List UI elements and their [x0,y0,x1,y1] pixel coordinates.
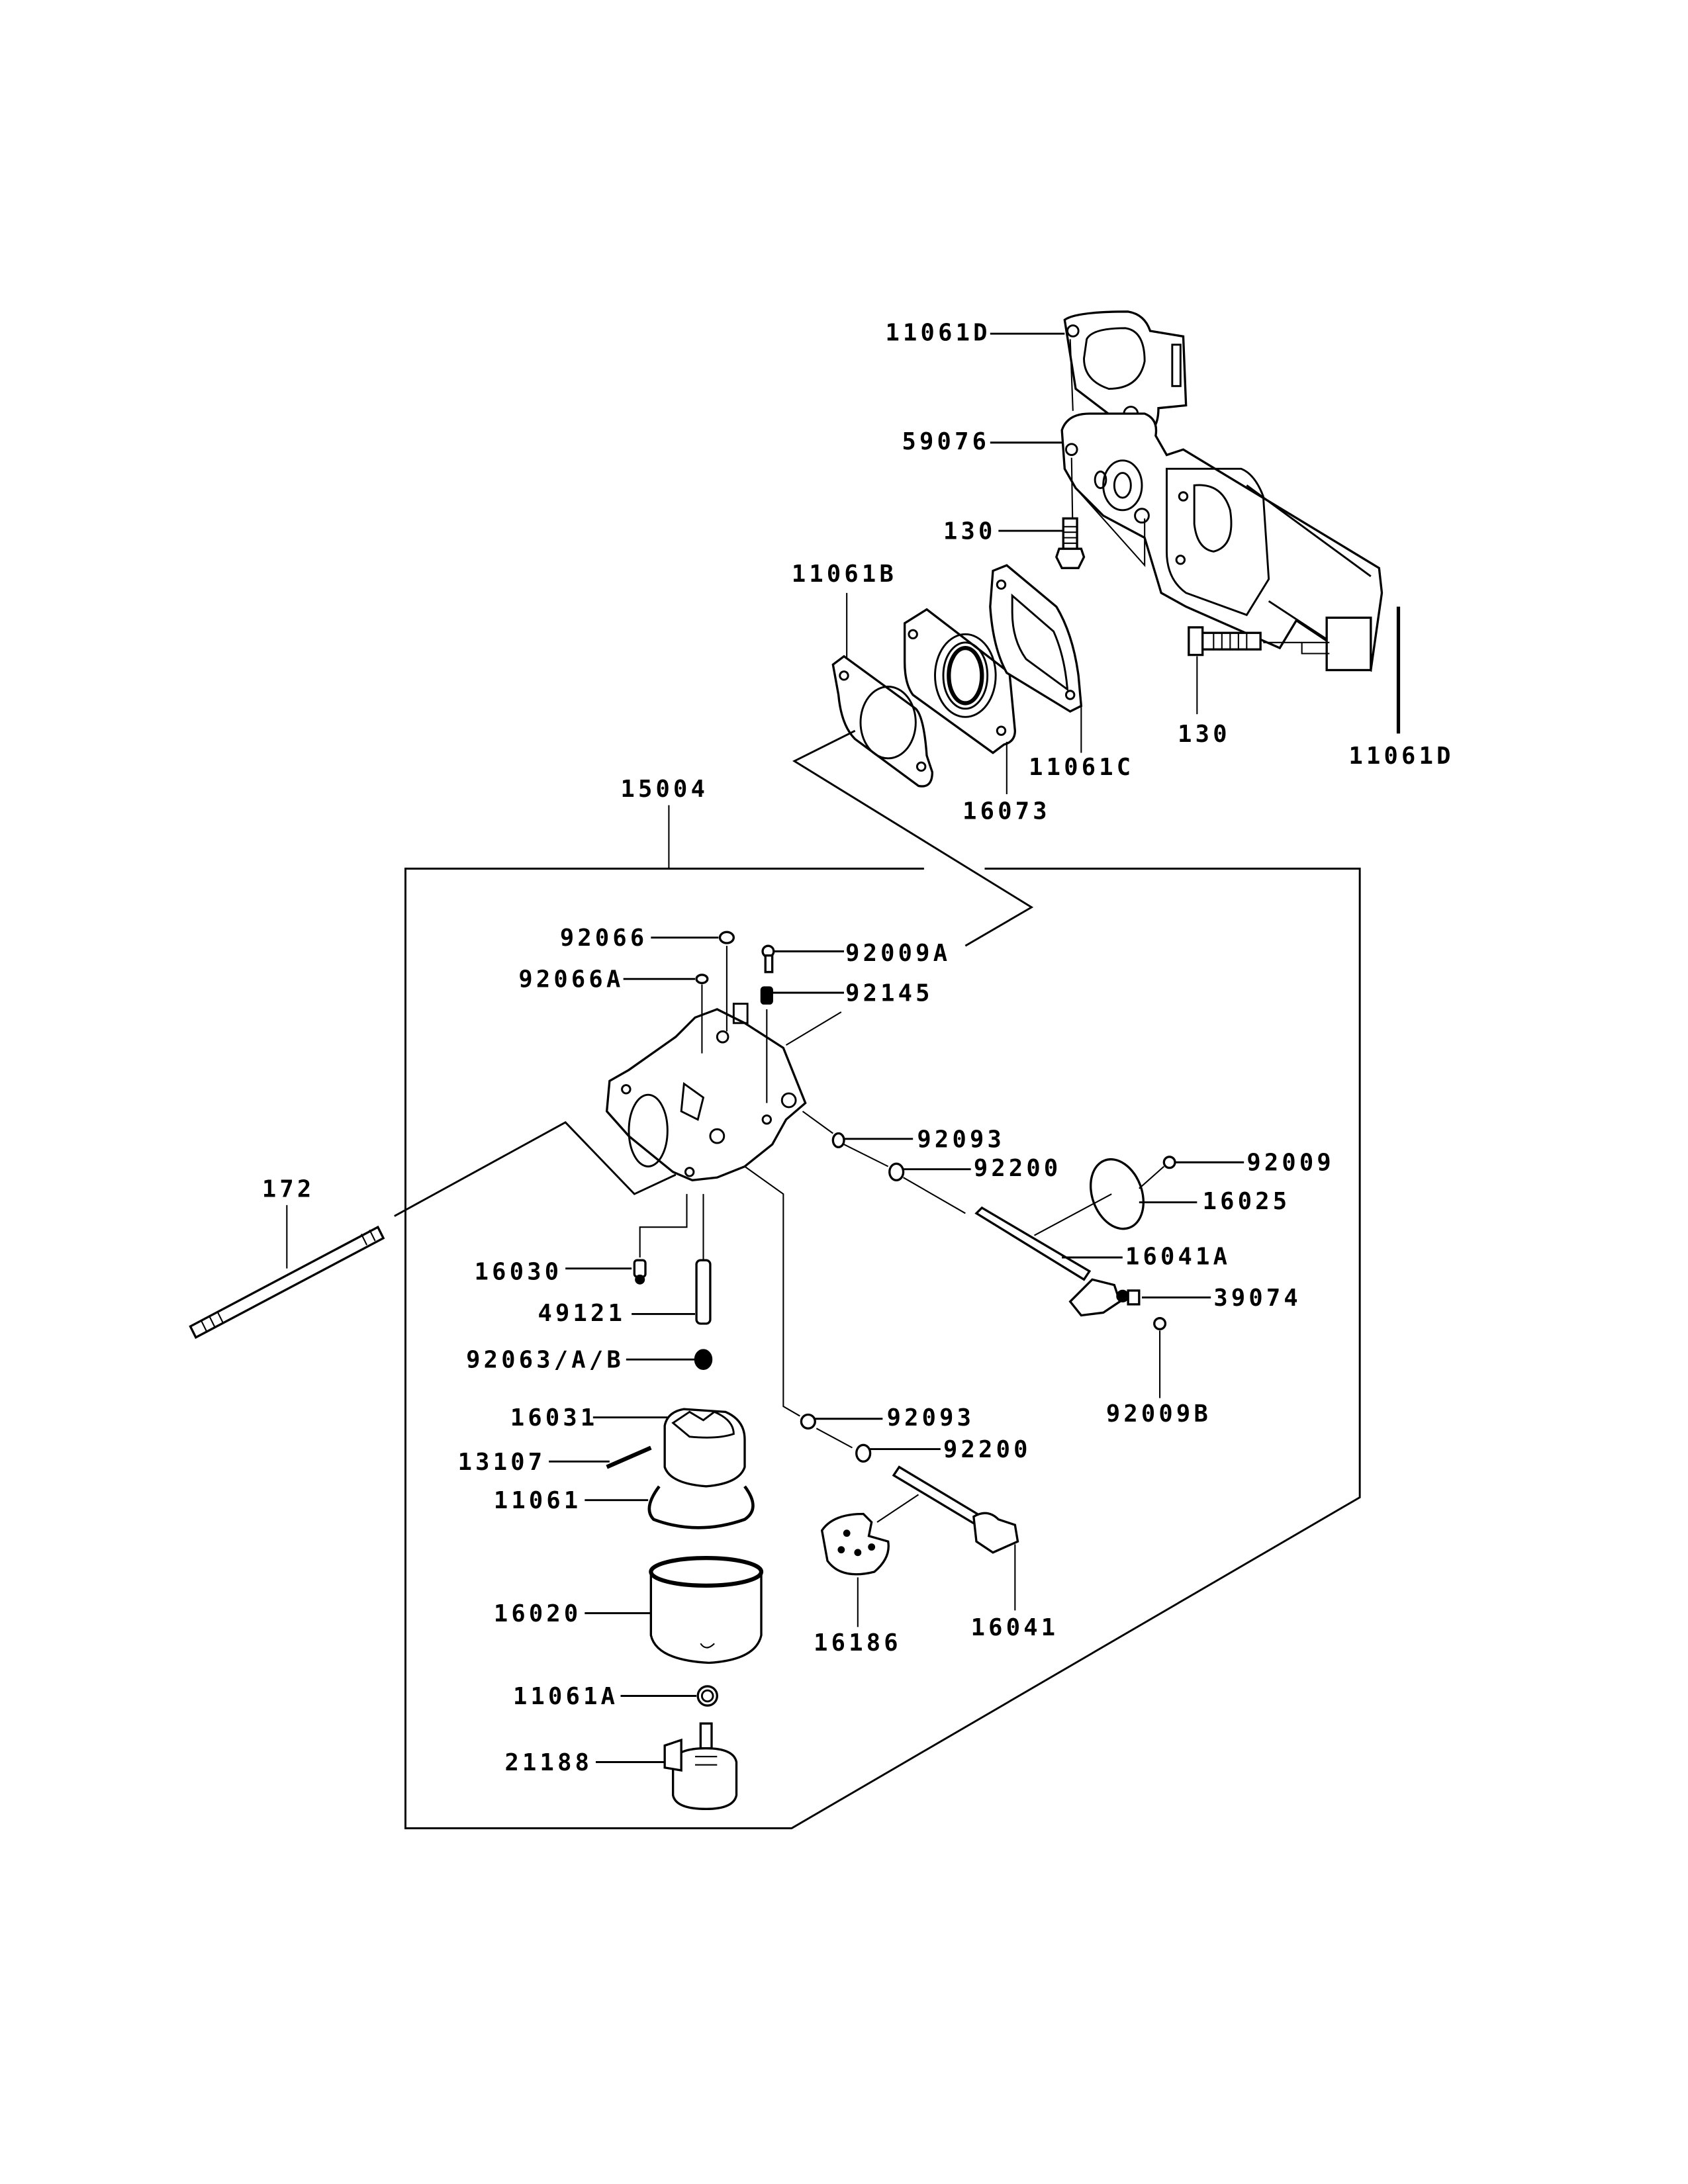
leader-16186-shaft [876,1494,919,1523]
washer-92200-lower[interactable] [855,1443,872,1463]
choke-valve-16186[interactable] [820,1512,890,1576]
label-92145[interactable]: 92145 [845,980,933,1007]
label-16031[interactable]: 16031 [510,1404,598,1432]
label-13107[interactable]: 13107 [458,1449,546,1476]
seal-92093-lower[interactable] [800,1413,816,1430]
leader-choke-axis [744,1165,800,1417]
spring-92145[interactable] [760,986,773,1005]
leader-choke-axis-2 [816,1428,853,1449]
label-11061[interactable]: 11061 [494,1487,582,1514]
label-49121[interactable]: 49121 [538,1300,626,1327]
bolt-130-upper[interactable] [1055,517,1086,570]
label-59076[interactable]: 59076 [902,428,990,455]
leader-11061b-to-carb [792,729,1034,947]
leader-carb-top-right [785,1011,842,1046]
leader-16030-up [639,1194,688,1258]
intake-manifold-group: 11061D 59076 130 [792,310,1454,947]
intake-manifold-59076[interactable] [1060,412,1383,672]
insulator-16073[interactable] [904,608,1017,754]
float-bowl-16020[interactable] [649,1556,764,1664]
label-16020[interactable]: 16020 [494,1600,582,1627]
label-16041[interactable]: 16041 [971,1614,1059,1641]
assembly-boundary [404,868,1361,1829]
label-16030[interactable]: 16030 [475,1258,563,1285]
plug-92066[interactable] [718,931,735,944]
label-39074[interactable]: 39074 [1213,1285,1301,1312]
carburetor-assembly-15004: 15004 92066 92066A 9 [189,776,1361,1829]
label-92009[interactable]: 92009 [1246,1150,1335,1177]
label-92093-upper[interactable]: 92093 [917,1126,1005,1153]
carburetor-body[interactable] [605,1003,807,1182]
screw-92009b[interactable] [1153,1317,1167,1331]
label-92200-upper[interactable]: 92200 [974,1155,1062,1182]
leader-172-to-carb [394,1121,677,1217]
gasket-11061b[interactable] [831,655,934,788]
label-11061b[interactable]: 11061B [792,561,897,588]
float-valve-16030[interactable] [633,1259,647,1285]
throttle-valve-16025[interactable] [1082,1152,1153,1236]
gasket-11061a[interactable] [696,1685,718,1707]
label-172[interactable]: 172 [262,1175,315,1203]
fuel-solenoid-21188[interactable] [663,1722,738,1811]
main-jet-92063[interactable] [694,1349,713,1371]
main-nozzle-49121[interactable] [695,1259,712,1325]
leader-130-right-target [1263,641,1330,655]
label-92093-lower[interactable]: 92093 [887,1404,975,1432]
float-16031[interactable] [663,1408,746,1488]
throttle-shaft-16041a[interactable] [974,1206,1092,1281]
label-92063[interactable]: 92063/A/B [466,1347,624,1374]
label-16073[interactable]: 16073 [962,798,1051,825]
label-11061c[interactable]: 11061C [1029,754,1134,781]
gasket-11061c[interactable] [989,564,1083,713]
label-130-upper[interactable]: 130 [943,518,996,545]
label-16025[interactable]: 16025 [1203,1188,1291,1215]
label-21188[interactable]: 21188 [505,1749,593,1776]
bolt-130-right[interactable] [1188,626,1262,657]
label-92066[interactable]: 92066 [560,925,648,952]
lever-39074[interactable] [1068,1278,1141,1317]
label-92009a[interactable]: 92009A [845,940,951,967]
label-16186[interactable]: 16186 [814,1629,902,1657]
label-11061a[interactable]: 11061A [513,1683,618,1710]
leader-11061d-to-manifold [1069,339,1074,411]
label-11061d-right[interactable]: 11061D [1349,743,1454,770]
label-15004[interactable]: 15004 [621,776,709,803]
seal-92093-upper[interactable] [831,1132,845,1148]
stud-172[interactable] [189,1225,385,1340]
plug-92066a[interactable] [695,974,709,985]
label-92009b[interactable]: 92009B [1106,1400,1211,1428]
label-11061d-top[interactable]: 11061D [886,320,991,347]
screw-92009[interactable] [1162,1156,1176,1169]
label-130-right[interactable]: 130 [1178,721,1231,748]
bowl-gasket-11061[interactable] [647,1485,755,1529]
washer-92200-upper[interactable] [888,1162,905,1182]
screw-92009a[interactable] [761,944,775,974]
float-pin-13107[interactable] [606,1445,652,1469]
leader-92009-diag [1139,1165,1165,1189]
choke-shaft-16041[interactable] [892,1465,1019,1554]
label-92066a[interactable]: 92066A [518,966,624,993]
leader-16041a-plate [1034,1193,1112,1236]
leader-throttle-axis [802,1111,966,1214]
label-92200-lower[interactable]: 92200 [943,1436,1031,1463]
label-16041a[interactable]: 16041A [1125,1243,1231,1270]
